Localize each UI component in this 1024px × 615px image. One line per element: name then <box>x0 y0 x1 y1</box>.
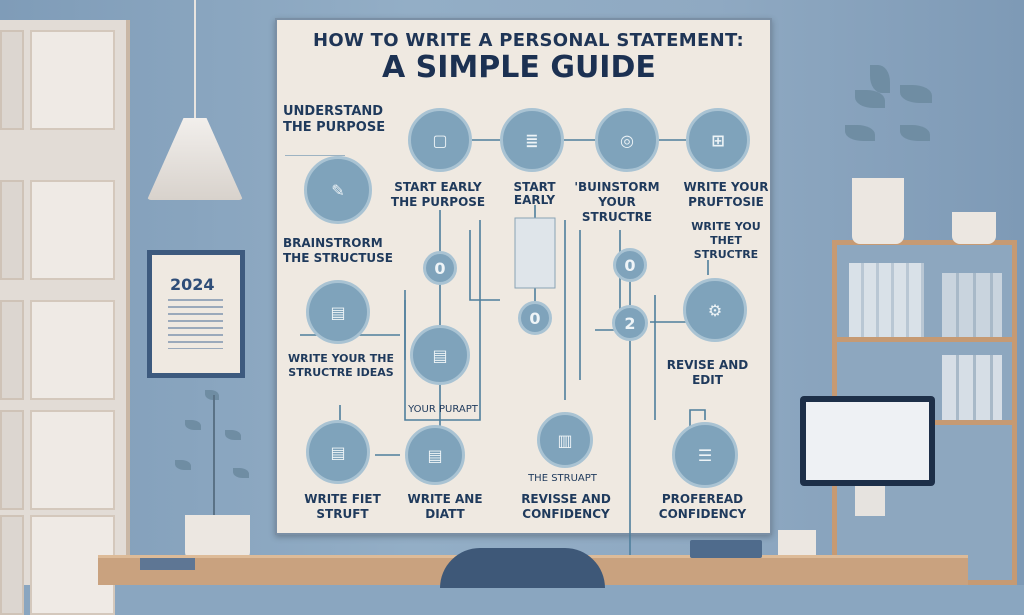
left-plant-pot <box>185 515 250 560</box>
step-node: 0 <box>423 251 457 285</box>
monitor-stand <box>855 486 885 516</box>
books-stack <box>690 540 762 558</box>
poster-subtitle: A SIMPLE GUIDE <box>382 50 656 85</box>
gear-icon: ⚙ <box>683 278 747 342</box>
document-icon: ≣ <box>500 108 564 172</box>
step-label: PROFEREAD CONFIDENCY <box>658 492 747 521</box>
step-label: START EARLY <box>513 180 556 207</box>
page-icon: ▤ <box>410 325 470 385</box>
file-icon: ▤ <box>306 420 370 484</box>
document-lines-icon: ▤ <box>405 425 465 485</box>
step-node: 0 <box>518 301 552 335</box>
lamp-cord <box>194 0 196 118</box>
step-label: YOUR PURAPT <box>408 404 478 415</box>
book-icon: ▢ <box>408 108 472 172</box>
poster-title: HOW TO WRITE A PERSONAL STATEMENT: <box>313 30 745 51</box>
step-label: UNDERSTAND THE PURPOSE <box>283 104 386 135</box>
grid-globe-icon: ⊞ <box>686 108 750 172</box>
step-label: THE STRUAPT <box>528 473 597 484</box>
step-label: START EARLY THE PURPOSE <box>390 180 486 209</box>
step-label: WRITE YOU THET STRUCTRE <box>691 220 761 261</box>
step-label: 'BUINSTORM YOUR STRUCTRE <box>574 180 660 224</box>
wall-clipboard: 2024 <box>147 250 245 378</box>
notepad-icon: ▤ <box>306 280 370 344</box>
pen-icon: ✎ <box>304 156 372 224</box>
right-plant-pot <box>852 178 904 244</box>
step-node: 2 <box>612 305 648 341</box>
idea-icon: ◎ <box>595 108 659 172</box>
step-label: WRITE YOUR THE STRUCTRE IDEAS <box>288 352 394 379</box>
step-label: REVISE AND EDIT <box>666 358 749 387</box>
left-plant <box>175 390 255 515</box>
book <box>140 558 195 570</box>
step-label: WRITE FIET STRUFT <box>304 492 381 521</box>
step-label: BRAINSTRORM THE STRUCTUSE <box>283 236 393 265</box>
right-plant <box>845 65 945 180</box>
chair <box>440 548 605 588</box>
step-label: REVISSE AND CONFIDENCY <box>521 492 611 521</box>
left-cabinet <box>0 20 130 615</box>
step-label: WRITE YOUR PRUFTOSIE <box>683 180 769 209</box>
small-plant-pot <box>952 212 996 244</box>
step-node: 0 <box>613 248 647 282</box>
step-label: WRITE ANE DIATT <box>407 492 483 521</box>
clipboard-icon: ▥ <box>537 412 593 468</box>
year-text: 2024 <box>170 275 215 294</box>
monitor <box>800 396 935 486</box>
checklist-icon: ☰ <box>672 422 738 488</box>
